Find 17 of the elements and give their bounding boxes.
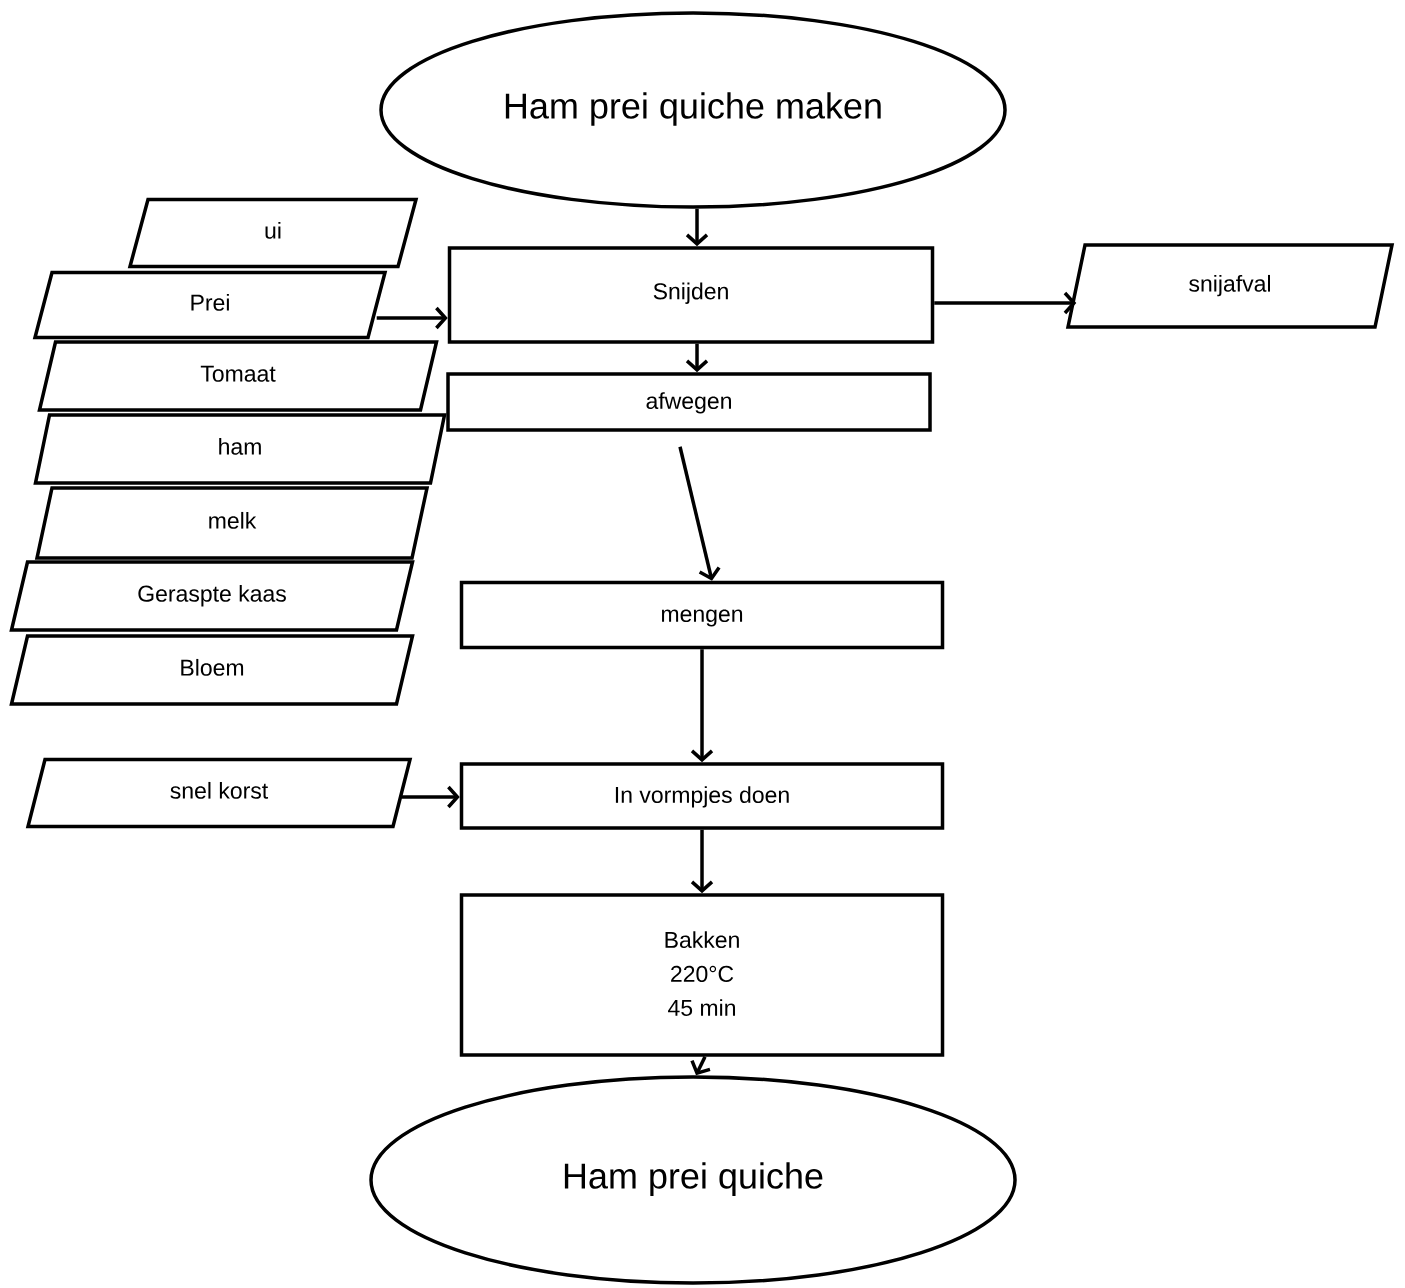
input-parallelogram: Geraspte kaas [9,560,415,632]
arrow [685,343,709,373]
arrow [934,291,1077,315]
process-box: In vormpjes doen [459,762,945,830]
input-parallelogram: ham [33,413,447,485]
input-parallelogram: Tomaat [37,340,439,412]
process-box: afwegen [446,372,932,432]
process-box: Snijden [447,246,935,344]
arrow [685,208,709,247]
arrow [690,649,714,763]
arrow [678,446,721,581]
process-box: mengen [459,580,945,650]
process-box: Bakken 220°C 45 min [459,893,945,1057]
arrow [690,829,714,894]
arrow [401,785,460,809]
arrow [376,306,448,330]
input-parallelogram: Bloem [9,634,415,706]
